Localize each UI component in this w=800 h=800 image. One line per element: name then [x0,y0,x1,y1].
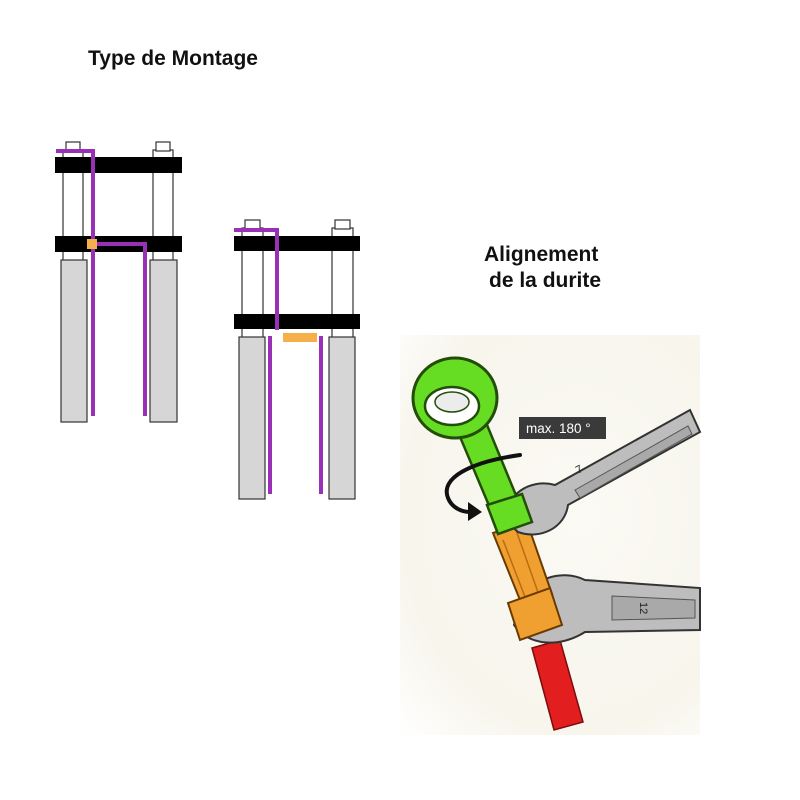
fork1-hose-right [93,242,147,416]
fork1-hose-left [56,149,95,416]
fork2-right-tube-cap [334,219,351,230]
angle-label: max. 180 ° [519,417,606,439]
fork1-right-slider [149,259,178,423]
title-alignement: Alignement de la durite [484,242,601,295]
angle-label-text: max. 180 ° [526,421,591,436]
brake-line [531,639,584,731]
title-alignement-line1: Alignement [484,243,599,266]
fitting [491,520,564,642]
fork2-upper-clamp [234,236,360,251]
wrench-large-size: 12 [637,602,649,614]
curved-arrow-icon [444,453,522,521]
angle-label-bg [519,417,606,439]
wrench-small-size: 7 [574,463,585,476]
fork2-left-slider [238,336,266,500]
fork1-left-slider [60,259,88,423]
title-alignement-line2: de la durite [489,269,602,293]
hose-alignment-illustration: 12 7 max. [411,356,702,731]
fork2-hose-top [234,228,279,330]
fork1-right-tube-cap [155,141,171,152]
fork2-junction [283,333,317,342]
fork-diagram-1 [55,141,182,423]
fork1-junction [87,239,97,249]
fork2-right-slider [328,336,356,500]
title-montage: Type de Montage [88,47,258,70]
banjo-fitting [411,356,534,536]
fork2-left-tube-cap [244,219,261,230]
fork1-upper-clamp [55,157,182,173]
fork-diagram-2 [234,219,360,500]
fork2-lower-clamp [234,314,360,329]
